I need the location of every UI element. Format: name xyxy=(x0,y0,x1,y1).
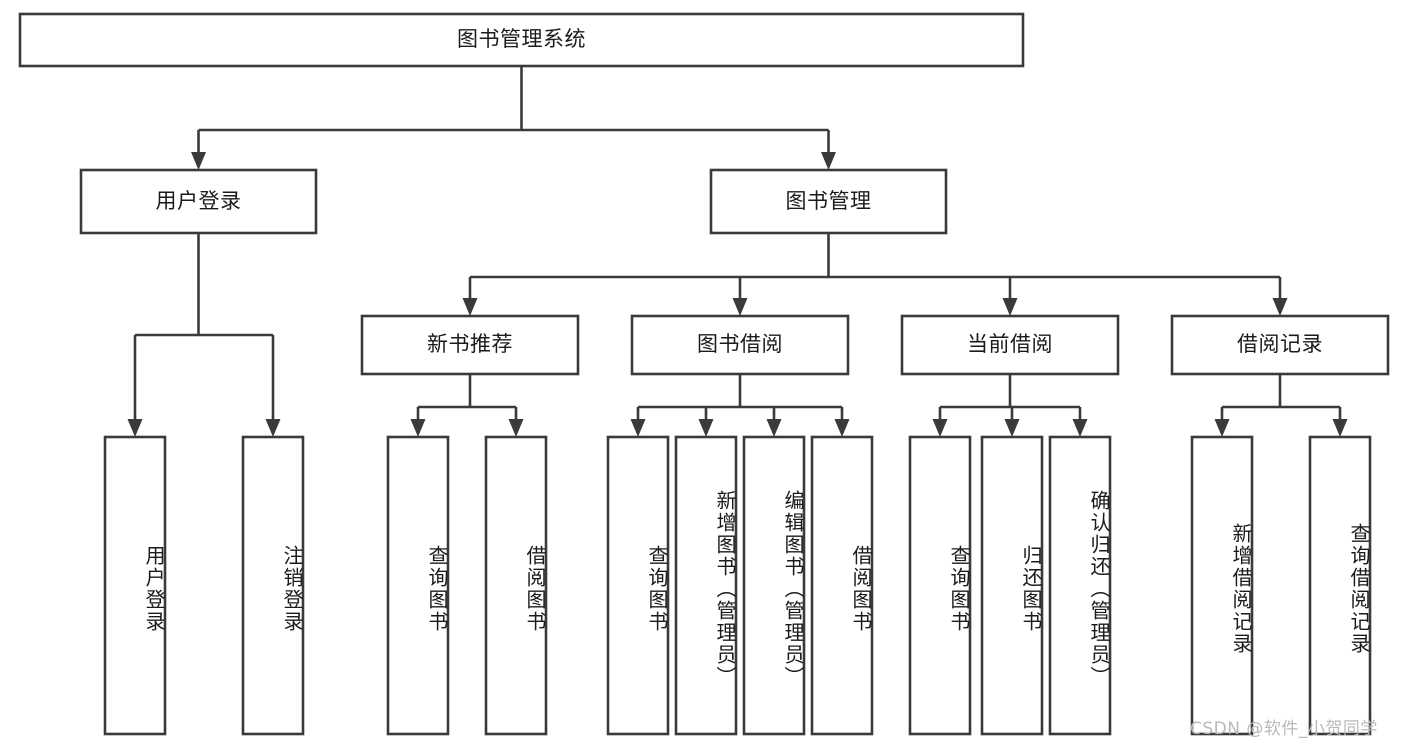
node-box-leaf_cb_confirm[interactable] xyxy=(1048,435,1112,736)
arrowhead-leaf_bb_query xyxy=(630,419,646,437)
edge-layer xyxy=(127,66,1348,437)
node-box-leaf_bb_edit[interactable] xyxy=(742,435,806,736)
arrowhead-leaf_bb_borrow xyxy=(834,419,850,437)
arrowhead-leaf_rc_add xyxy=(1214,419,1230,437)
arrowhead-leaf_rc_query xyxy=(1332,419,1348,437)
arrowhead-l2_book xyxy=(821,152,836,170)
node-box-root[interactable] xyxy=(18,12,1025,68)
arrowhead-leaf_cb_confirm xyxy=(1072,419,1088,437)
node-box-leaf_rc_add[interactable] xyxy=(1190,435,1254,736)
node-box-l3_record[interactable] xyxy=(1170,314,1390,376)
node-box-leaf_bb_borrow[interactable] xyxy=(810,435,874,736)
node-box-leaf_cb_query[interactable] xyxy=(908,435,972,736)
arrowhead-leaf_bb_edit xyxy=(766,419,782,437)
node-box-leaf_bb_add[interactable] xyxy=(674,435,738,736)
node-box-leaf_user_logout[interactable] xyxy=(241,435,305,736)
node-box-l2_user[interactable] xyxy=(79,168,318,235)
arrowhead-l3_current xyxy=(1002,298,1018,316)
node-box-l3_borrow[interactable] xyxy=(630,314,850,376)
arrowhead-leaf_cb_query xyxy=(932,419,948,437)
arrowhead-l3_newbook xyxy=(462,298,478,316)
node-box-l3_current[interactable] xyxy=(900,314,1120,376)
node-layer xyxy=(18,12,1390,736)
arrowhead-l3_borrow xyxy=(732,298,748,316)
arrowhead-l2_user xyxy=(191,152,206,170)
arrowhead-leaf_user_login xyxy=(127,419,143,437)
node-box-leaf_rc_query[interactable] xyxy=(1308,435,1372,736)
arrowhead-leaf_bb_add xyxy=(698,419,714,437)
arrowhead-leaf_nb_query xyxy=(410,419,426,437)
node-box-leaf_user_login[interactable] xyxy=(103,435,167,736)
node-box-l3_newbook[interactable] xyxy=(360,314,580,376)
node-box-leaf_cb_return[interactable] xyxy=(980,435,1044,736)
arrowhead-l3_record xyxy=(1272,298,1288,316)
node-box-l2_book[interactable] xyxy=(709,168,948,235)
node-box-leaf_nb_borrow[interactable] xyxy=(484,435,548,736)
arrowhead-leaf_cb_return xyxy=(1004,419,1020,437)
node-box-leaf_nb_query[interactable] xyxy=(386,435,450,736)
arrowhead-leaf_user_logout xyxy=(265,419,281,437)
node-box-leaf_bb_query[interactable] xyxy=(606,435,670,736)
arrowhead-leaf_nb_borrow xyxy=(508,419,524,437)
